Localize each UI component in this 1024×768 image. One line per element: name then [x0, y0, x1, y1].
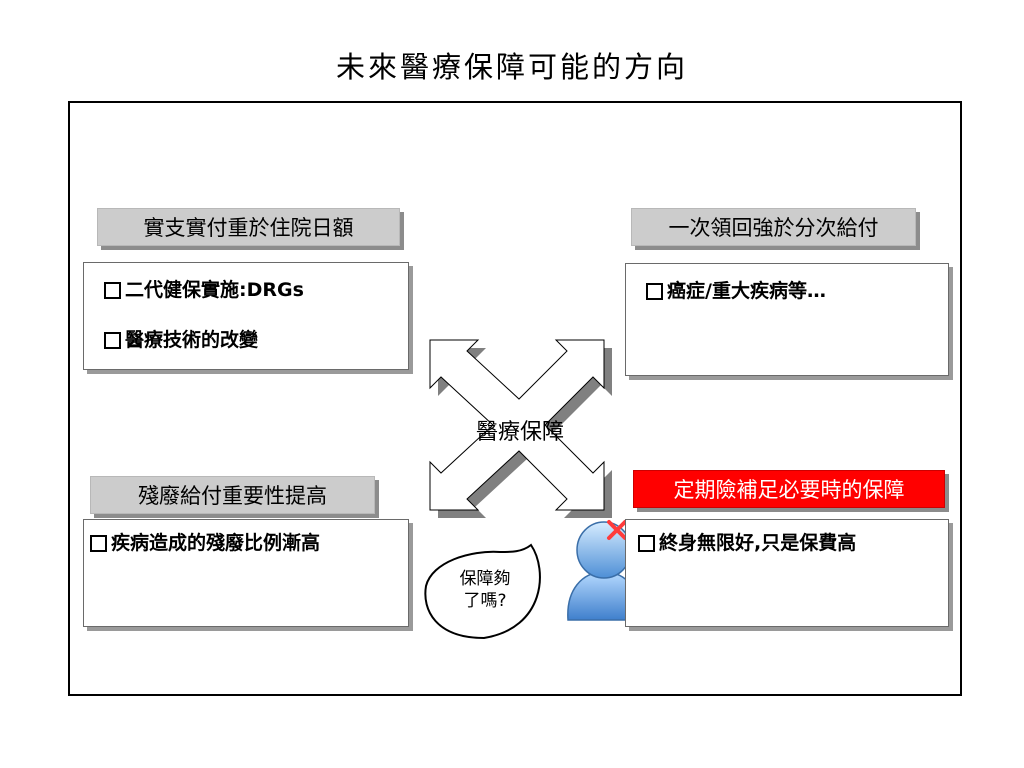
item-text: 疾病造成的殘廢比例漸高: [111, 532, 321, 554]
list-item: 二代健保實施:DRGs: [104, 279, 408, 301]
checkbox-icon: [638, 534, 655, 552]
top-left-label: 實支實付重於住院日額: [97, 208, 400, 246]
speech-bubble-line2: 了嗎?: [463, 591, 507, 611]
speech-bubble-text: 保障夠 了嗎?: [436, 568, 534, 612]
top-right-box: 癌症/重大疾病等…: [625, 263, 949, 376]
speech-bubble-shape: [424, 543, 541, 640]
list-item: 疾病造成的殘廢比例漸高: [90, 532, 408, 554]
checkbox-icon: [90, 534, 107, 552]
checkbox-icon: [646, 282, 663, 300]
center-label: 醫療保障: [475, 420, 564, 445]
bottom-right-label: 定期險補足必要時的保障: [633, 470, 945, 508]
list-item: 癌症/重大疾病等…: [646, 280, 948, 302]
four-way-arrow-body: [429, 339, 605, 511]
item-text: 癌症/重大疾病等…: [667, 280, 826, 302]
item-text: 醫療技術的改變: [125, 329, 259, 351]
speech-bubble-line1: 保障夠: [459, 569, 511, 589]
list-item: 終身無限好,只是保費高: [638, 532, 948, 554]
bottom-left-box: 疾病造成的殘廢比例漸高: [83, 519, 409, 627]
checkbox-icon: [104, 331, 121, 349]
top-right-label: 一次領回強於分次給付: [631, 208, 916, 246]
page-title: 未來醫療保障可能的方向: [335, 50, 688, 84]
x-mark-icon: [607, 520, 627, 540]
list-item: 醫療技術的改變: [104, 329, 408, 351]
bottom-left-label: 殘廢給付重要性提高: [90, 476, 375, 514]
top-left-box: 二代健保實施:DRGs 醫療技術的改變: [83, 262, 409, 370]
item-text: 二代健保實施:DRGs: [125, 279, 304, 301]
item-text: 終身無限好,只是保費高: [659, 532, 857, 554]
checkbox-icon: [104, 281, 121, 299]
bottom-right-box: 終身無限好,只是保費高: [625, 519, 949, 627]
diagram-frame: [68, 101, 962, 696]
